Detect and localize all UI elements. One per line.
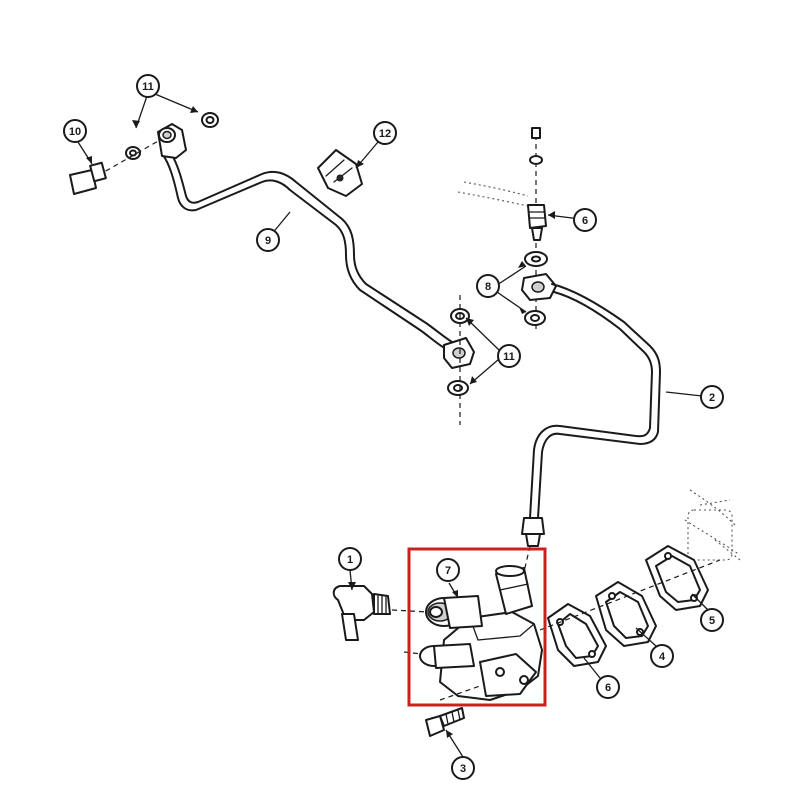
callout-2: 2 bbox=[700, 385, 724, 409]
svg-text:2: 2 bbox=[709, 392, 715, 404]
banjo-fitting-left bbox=[157, 123, 187, 159]
fuel-line-2 bbox=[529, 283, 661, 519]
svg-text:4: 4 bbox=[659, 651, 666, 663]
bracket-12 bbox=[317, 149, 363, 197]
gasket-6 bbox=[547, 603, 607, 667]
banjo-fitting-middle bbox=[443, 337, 475, 369]
banjo-fitting-right bbox=[521, 273, 557, 301]
fuel-line-9 bbox=[162, 152, 453, 351]
washer-lower-left bbox=[125, 146, 141, 160]
callout-10: 10 bbox=[63, 119, 87, 143]
svg-text:7: 7 bbox=[445, 565, 451, 577]
svg-text:3: 3 bbox=[460, 763, 466, 775]
bolt-3 bbox=[425, 707, 465, 737]
svg-text:12: 12 bbox=[379, 128, 391, 140]
callout-6-bottom: 6 bbox=[596, 675, 620, 699]
leader-lines bbox=[77, 93, 709, 758]
banjo-bolt-10 bbox=[69, 161, 107, 195]
washer-right-bottom bbox=[524, 310, 546, 326]
svg-text:1: 1 bbox=[347, 554, 353, 566]
svg-text:6: 6 bbox=[605, 682, 611, 694]
banjo-fitting-1 bbox=[332, 585, 391, 641]
washer-middle-bottom bbox=[447, 380, 469, 396]
callout-12: 12 bbox=[373, 121, 397, 145]
valve-fitting-6 bbox=[527, 204, 547, 241]
callout-7: 7 bbox=[436, 558, 460, 582]
callout-5: 5 bbox=[700, 608, 724, 632]
callout-4: 4 bbox=[650, 644, 674, 668]
callout-3: 3 bbox=[451, 756, 475, 780]
svg-text:10: 10 bbox=[69, 126, 81, 138]
svg-text:8: 8 bbox=[485, 281, 491, 293]
gasket-4 bbox=[595, 581, 657, 647]
washer-upper-left bbox=[201, 112, 219, 128]
callout-9: 9 bbox=[256, 228, 280, 252]
svg-text:11: 11 bbox=[503, 351, 515, 363]
callout-1: 1 bbox=[338, 547, 362, 571]
svg-text:9: 9 bbox=[265, 235, 271, 247]
svg-text:5: 5 bbox=[709, 615, 715, 627]
callout-8: 8 bbox=[476, 274, 500, 298]
callout-11-top: 11 bbox=[136, 74, 160, 98]
svg-text:11: 11 bbox=[142, 81, 154, 93]
callout-11-middle: 11 bbox=[497, 344, 521, 368]
callout-6-top: 6 bbox=[573, 208, 597, 232]
highlight-box bbox=[407, 547, 547, 707]
fuel-pump-7 bbox=[419, 565, 543, 701]
bolt-top-right bbox=[529, 127, 543, 165]
svg-text:6: 6 bbox=[582, 215, 588, 227]
washer-right-top bbox=[524, 251, 548, 267]
line-nut-bottom bbox=[521, 517, 545, 547]
